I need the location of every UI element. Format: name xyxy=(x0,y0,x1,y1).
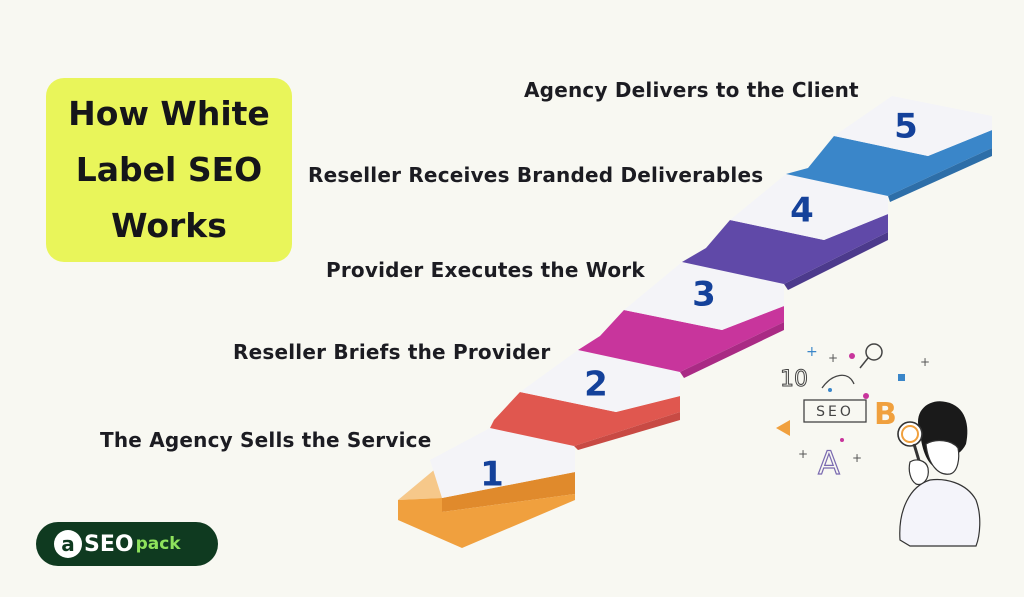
logo-pack-text: pack xyxy=(135,534,181,554)
magnifier-icon xyxy=(859,343,883,369)
step-3: 3 xyxy=(578,262,784,378)
step-2: 2 xyxy=(490,350,680,450)
step-5-label: Agency Delivers to the Client xyxy=(524,78,859,102)
ten-text: 10 xyxy=(780,367,808,392)
sparkle-icon: + xyxy=(798,447,808,461)
square-icon xyxy=(898,374,905,381)
step-4-label: Reseller Receives Branded Deliverables xyxy=(308,163,764,187)
letter-a: A xyxy=(818,444,840,482)
step-5-side xyxy=(888,148,992,202)
step-4-side xyxy=(784,232,888,290)
step-1-base xyxy=(398,494,575,548)
title-box: How White Label SEO Works xyxy=(46,78,292,262)
brand-logo: a SEO pack xyxy=(36,522,218,566)
step-1-label: The Agency Sells the Service xyxy=(100,428,432,452)
step-5-number: 5 xyxy=(894,107,918,147)
step-2-label: Reseller Briefs the Provider xyxy=(233,340,551,364)
diagram-title: How White Label SEO Works xyxy=(68,94,270,245)
step-3-top xyxy=(624,262,784,330)
step-4-top xyxy=(730,174,888,240)
step-3-riser xyxy=(578,306,784,372)
step-2-number: 2 xyxy=(584,365,608,405)
sparkle-icon: + xyxy=(920,355,930,369)
step-3-side xyxy=(680,322,784,378)
step-1-top xyxy=(430,428,575,498)
sparkle-icon: + xyxy=(828,351,838,365)
step-1-number: 1 xyxy=(480,455,504,495)
dot-icon xyxy=(828,388,832,392)
dot-icon xyxy=(863,393,869,399)
step-2-riser xyxy=(490,392,680,446)
step-5: 5 xyxy=(786,96,992,202)
sparkle-icon: + xyxy=(852,451,862,465)
triangle-icon xyxy=(776,420,790,436)
person-icon xyxy=(897,401,981,547)
dot-icon xyxy=(849,353,855,359)
seo-illustration: + + + 10 SEO B A + + xyxy=(776,343,981,547)
swirl-icon xyxy=(821,374,855,389)
step-4-riser xyxy=(682,214,888,284)
step-1: 1 xyxy=(398,428,575,548)
seo-box xyxy=(803,399,867,423)
step-4: 4 xyxy=(682,174,888,290)
step-5-riser xyxy=(786,130,992,196)
letter-b: B xyxy=(874,397,897,432)
step-2-side xyxy=(574,412,680,450)
step-3-label: Provider Executes the Work xyxy=(326,258,645,282)
step-5-top xyxy=(834,96,992,156)
step-4-number: 4 xyxy=(790,191,814,231)
logo-seo-text: SEO xyxy=(84,531,134,557)
logo-mark: a xyxy=(54,530,82,558)
step-2-top xyxy=(520,350,680,412)
step-3-number: 3 xyxy=(692,275,716,315)
dot-icon xyxy=(840,438,844,442)
sparkle-icon: + xyxy=(806,344,818,360)
step-1-riser xyxy=(398,498,442,512)
step-1-side xyxy=(442,472,575,512)
seo-box-text: SEO xyxy=(816,404,854,420)
